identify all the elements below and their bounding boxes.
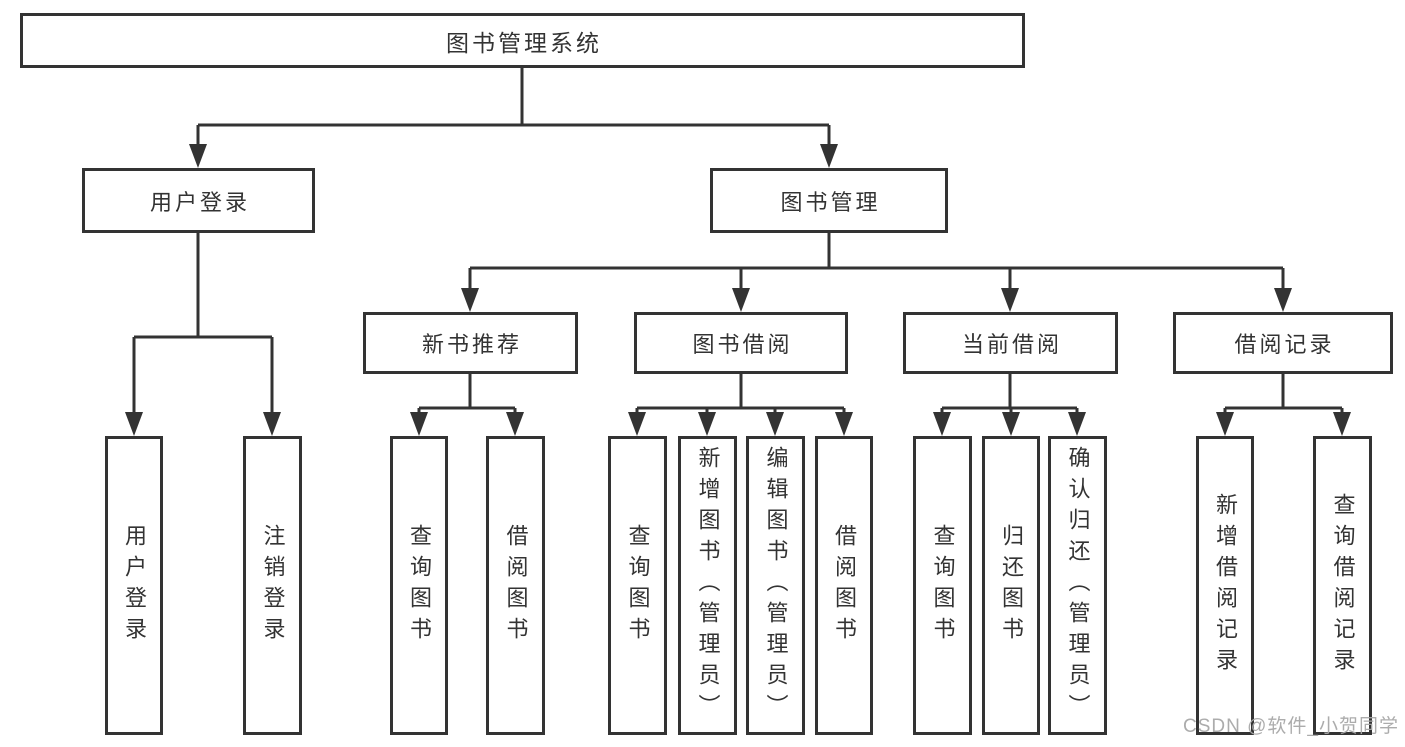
- arrowhead-icon: [1068, 412, 1086, 436]
- node-user-login: 用户登录: [82, 168, 315, 233]
- node-query-books-under-recommendation: 查询图书: [390, 436, 448, 735]
- node-borrow-books-under-borrowing: 借阅图书: [815, 436, 873, 735]
- node-current-borrowing: 当前借阅: [903, 312, 1118, 374]
- node-query-borrowing-record: 查询借阅记录: [1313, 436, 1372, 735]
- arrowhead-icon: [933, 412, 951, 436]
- node-edit-books-admin: 编辑图书（管理员）: [746, 436, 805, 735]
- arrowhead-icon: [1274, 288, 1292, 312]
- arrowhead-icon: [628, 412, 646, 436]
- arrowhead-icon: [1002, 412, 1020, 436]
- node-library-management-system: 图书管理系统: [20, 13, 1025, 68]
- node-add-borrowing-record: 新增借阅记录: [1196, 436, 1254, 735]
- node-add-books-admin: 新增图书（管理员）: [678, 436, 737, 735]
- arrowhead-icon: [506, 412, 524, 436]
- arrowhead-icon: [1216, 412, 1234, 436]
- node-borrow-books-under-recommendation: 借阅图书: [486, 436, 545, 735]
- arrowhead-icon: [835, 412, 853, 436]
- arrowhead-icon: [189, 144, 207, 168]
- arrowhead-icon: [461, 288, 479, 312]
- arrowhead-icon: [1333, 412, 1351, 436]
- arrowhead-icon: [125, 412, 143, 436]
- node-user-login-leaf: 用户登录: [105, 436, 163, 735]
- csdn-watermark: CSDN @软件_小贺同学: [1183, 716, 1399, 737]
- arrowheads: [125, 144, 1351, 436]
- arrowhead-icon: [732, 288, 750, 312]
- arrowhead-icon: [766, 412, 784, 436]
- node-borrowing-records: 借阅记录: [1173, 312, 1393, 374]
- arrowhead-icon: [1001, 288, 1019, 312]
- arrowhead-icon: [820, 144, 838, 168]
- node-new-book-recommendation: 新书推荐: [363, 312, 578, 374]
- arrowhead-icon: [263, 412, 281, 436]
- arrowhead-icon: [698, 412, 716, 436]
- node-query-books-under-current: 查询图书: [913, 436, 972, 735]
- arrowhead-icon: [410, 412, 428, 436]
- node-confirm-return-admin: 确认归还（管理员）: [1048, 436, 1107, 735]
- node-logout: 注销登录: [243, 436, 302, 735]
- node-return-books: 归还图书: [982, 436, 1040, 735]
- node-book-management: 图书管理: [710, 168, 948, 233]
- node-book-borrowing: 图书借阅: [634, 312, 848, 374]
- tree-connector-path: [132, 68, 1344, 414]
- node-query-books-under-borrowing: 查询图书: [608, 436, 667, 735]
